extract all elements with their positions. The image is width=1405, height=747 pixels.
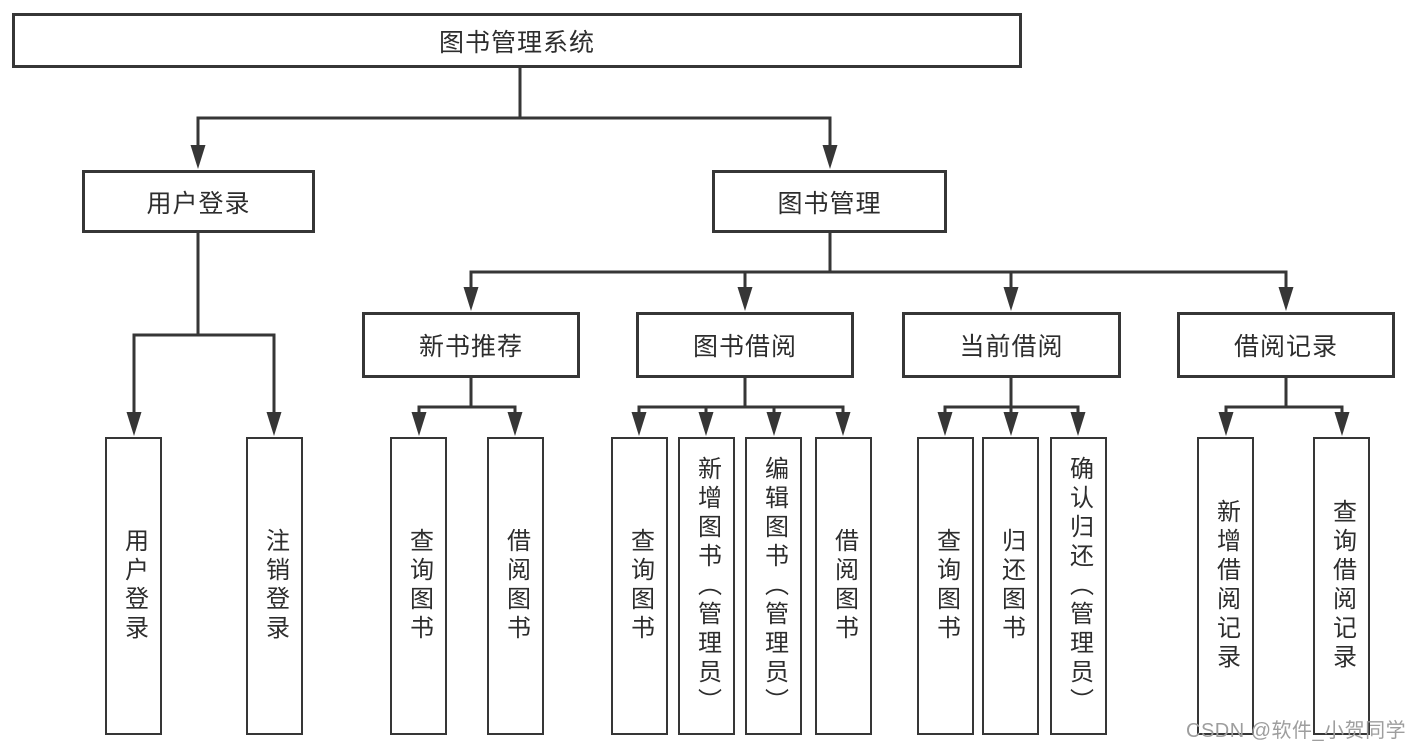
arrow-down-icon (937, 412, 953, 436)
leaf-add-book-admin-label: 新增图书（管理员） (693, 455, 721, 717)
arrow-down-icons (126, 145, 1350, 436)
leaf-query-borrow-record: 查询借阅记录 (1313, 437, 1370, 735)
leaf-user-login-label: 用户登录 (120, 528, 148, 644)
arrow-down-icon (631, 412, 647, 436)
connector-borrow-record-branch (1224, 376, 1344, 417)
node-borrow-records: 借阅记录 (1177, 312, 1395, 378)
arrow-down-icon (507, 412, 523, 436)
leaf-confirm-return-admin-label: 确认归还（管理员） (1065, 455, 1093, 717)
leaf-borrow-books-recommend-label: 借阅图书 (502, 528, 530, 644)
node-book-borrow-label: 图书借阅 (692, 333, 797, 361)
leaf-add-borrow-record: 新增借阅记录 (1197, 437, 1254, 735)
connector-current-borrow-branch (943, 376, 1080, 417)
arrow-down-icon (411, 412, 427, 436)
connector-book-mgmt-branch (469, 231, 1288, 292)
arrow-down-icon (1334, 412, 1350, 436)
leaf-query-books-recommend-label: 查询图书 (405, 528, 433, 644)
node-new-book-recommend: 新书推荐 (362, 312, 580, 378)
arrow-down-icon (1070, 412, 1086, 436)
connector-user-login-branch (132, 231, 276, 417)
arrow-down-icon (766, 412, 782, 436)
connector-book-borrow-branch (637, 376, 845, 417)
node-user-login-label: 用户登录 (146, 189, 251, 218)
arrow-down-icon (1278, 287, 1294, 311)
node-new-book-recommend-label: 新书推荐 (418, 333, 523, 361)
leaf-query-books-borrow-label: 查询图书 (626, 528, 654, 644)
node-book-mgmt: 图书管理 (712, 170, 947, 233)
node-root-label: 图书管理系统 (438, 28, 595, 57)
leaf-query-books-current-label: 查询图书 (932, 528, 960, 644)
leaf-query-borrow-record-label: 查询借阅记录 (1328, 499, 1356, 673)
leaf-borrow-books-label: 借阅图书 (830, 528, 858, 644)
leaf-user-login: 用户登录 (105, 437, 162, 735)
leaf-edit-book-admin-label: 编辑图书（管理员） (760, 455, 788, 717)
leaf-logout: 注销登录 (246, 437, 303, 735)
node-book-borrow: 图书借阅 (636, 312, 854, 378)
leaf-borrow-books: 借阅图书 (815, 437, 872, 735)
leaf-query-books-borrow: 查询图书 (611, 437, 668, 735)
arrow-down-icon (737, 287, 753, 311)
leaf-query-books-recommend: 查询图书 (390, 437, 447, 735)
node-book-mgmt-label: 图书管理 (777, 189, 882, 218)
leaf-logout-label: 注销登录 (261, 528, 289, 644)
arrow-down-icon (126, 412, 142, 436)
arrow-down-icon (1003, 287, 1019, 311)
leaf-return-book-label: 归还图书 (997, 528, 1025, 644)
leaf-edit-book-admin: 编辑图书（管理员） (745, 437, 802, 735)
arrow-down-icon (698, 412, 714, 436)
arrow-down-icon (266, 412, 282, 436)
arrow-down-icon (190, 145, 206, 169)
node-current-borrow: 当前借阅 (902, 312, 1121, 378)
arrow-down-icon (835, 412, 851, 436)
node-borrow-records-label: 借阅记录 (1233, 333, 1338, 361)
arrow-down-icon (822, 145, 838, 169)
leaf-add-borrow-record-label: 新增借阅记录 (1212, 499, 1240, 673)
node-root: 图书管理系统 (12, 13, 1022, 68)
csdn-watermark: CSDN @软件_小贺同学 (1186, 720, 1405, 742)
arrow-down-icon (463, 287, 479, 311)
leaf-confirm-return-admin: 确认归还（管理员） (1050, 437, 1107, 735)
connector-new-book-branch (417, 376, 517, 417)
leaf-query-books-current: 查询图书 (917, 437, 974, 735)
leaf-add-book-admin: 新增图书（管理员） (678, 437, 735, 735)
arrow-down-icon (1218, 412, 1234, 436)
node-user-login: 用户登录 (82, 170, 315, 233)
arrow-down-icon (1003, 412, 1019, 436)
connector-root-to-level2 (196, 67, 832, 150)
node-current-borrow-label: 当前借阅 (959, 333, 1064, 361)
leaf-return-book: 归还图书 (982, 437, 1039, 735)
leaf-borrow-books-recommend: 借阅图书 (487, 437, 544, 735)
